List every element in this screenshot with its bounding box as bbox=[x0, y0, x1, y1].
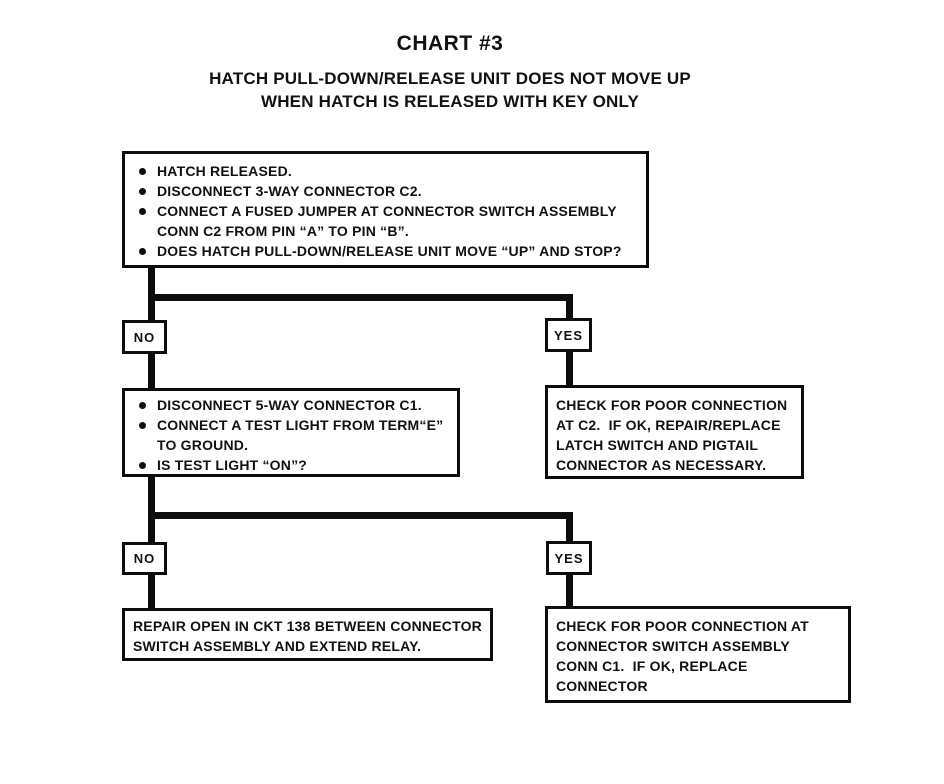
step1-bullet-list: HATCH RELEASED. DISCONNECT 3-WAY CONNECTO… bbox=[125, 154, 646, 261]
bullet-text: DISCONNECT 3-WAY CONNECTOR C2. bbox=[157, 183, 422, 199]
result-c1-box: CHECK FOR POOR CONNECTION AT CONNECTOR S… bbox=[545, 606, 851, 703]
bullet-icon bbox=[139, 208, 146, 215]
bullet-icon bbox=[139, 462, 146, 469]
chart-number-title: CHART #3 bbox=[396, 32, 504, 55]
bullet-item: CONNECT A FUSED JUMPER AT CONNECTOR SWIT… bbox=[138, 201, 638, 241]
bullet-item: HATCH RELEASED. bbox=[138, 161, 638, 181]
result-c2-box: CHECK FOR POOR CONNECTION AT C2. IF OK, … bbox=[545, 385, 804, 479]
bullet-icon bbox=[139, 402, 146, 409]
bullet-item: DOES HATCH PULL-DOWN/RELEASE UNIT MOVE “… bbox=[138, 241, 638, 261]
branch2-yes-box: YES bbox=[546, 541, 592, 575]
bullet-text: DISCONNECT 5-WAY CONNECTOR C1. bbox=[157, 397, 422, 413]
step2-box: DISCONNECT 5-WAY CONNECTOR C1. CONNECT A … bbox=[122, 388, 460, 477]
title-block: CHART #3 HATCH PULL-DOWN/RELEASE UNIT DO… bbox=[10, 32, 890, 113]
result-ckt138-text: REPAIR OPEN IN CKT 138 BETWEEN CONNECTOR… bbox=[133, 618, 482, 654]
result-c2-text: CHECK FOR POOR CONNECTION AT C2. IF OK, … bbox=[556, 397, 788, 473]
step1-box: HATCH RELEASED. DISCONNECT 3-WAY CONNECTO… bbox=[122, 151, 649, 268]
branch2-no-label: NO bbox=[133, 551, 156, 566]
chart-subtitle-line1: HATCH PULL-DOWN/RELEASE UNIT DOES NOT MO… bbox=[209, 69, 691, 88]
bullet-text: CONNECT A TEST LIGHT FROM TERM“E” TO GRO… bbox=[157, 417, 444, 453]
result-ckt138-box: REPAIR OPEN IN CKT 138 BETWEEN CONNECTOR… bbox=[122, 608, 493, 661]
bullet-text: HATCH RELEASED. bbox=[157, 163, 292, 179]
bullet-text: DOES HATCH PULL-DOWN/RELEASE UNIT MOVE “… bbox=[157, 243, 622, 259]
result-c1-text: CHECK FOR POOR CONNECTION AT CONNECTOR S… bbox=[556, 618, 809, 700]
bullet-text: IS TEST LIGHT “ON”? bbox=[157, 457, 308, 473]
connector-branch1-horizontal bbox=[148, 294, 573, 301]
bullet-icon bbox=[139, 188, 146, 195]
branch1-yes-box: YES bbox=[545, 318, 592, 352]
branch1-no-label: NO bbox=[133, 329, 156, 345]
branch2-no-box: NO bbox=[122, 542, 167, 575]
chart-subtitle-line2: WHEN HATCH IS RELEASED WITH KEY ONLY bbox=[260, 92, 640, 111]
bullet-item: DISCONNECT 3-WAY CONNECTOR C2. bbox=[138, 181, 638, 201]
bullet-icon bbox=[139, 422, 146, 429]
step2-bullet-list: DISCONNECT 5-WAY CONNECTOR C1. CONNECT A … bbox=[125, 391, 457, 474]
bullet-icon bbox=[139, 248, 146, 255]
bullet-icon bbox=[139, 168, 146, 175]
bullet-item: DISCONNECT 5-WAY CONNECTOR C1. bbox=[138, 395, 449, 415]
branch1-yes-label: YES bbox=[553, 327, 583, 343]
connector-branch2-horizontal bbox=[148, 512, 573, 519]
branch1-no-box: NO bbox=[122, 320, 167, 354]
bullet-text: CONNECT A FUSED JUMPER AT CONNECTOR SWIT… bbox=[157, 203, 617, 239]
bullet-item: IS TEST LIGHT “ON”? bbox=[138, 455, 449, 474]
branch2-yes-label: YES bbox=[554, 550, 584, 566]
bullet-item: CONNECT A TEST LIGHT FROM TERM“E” TO GRO… bbox=[138, 415, 449, 455]
